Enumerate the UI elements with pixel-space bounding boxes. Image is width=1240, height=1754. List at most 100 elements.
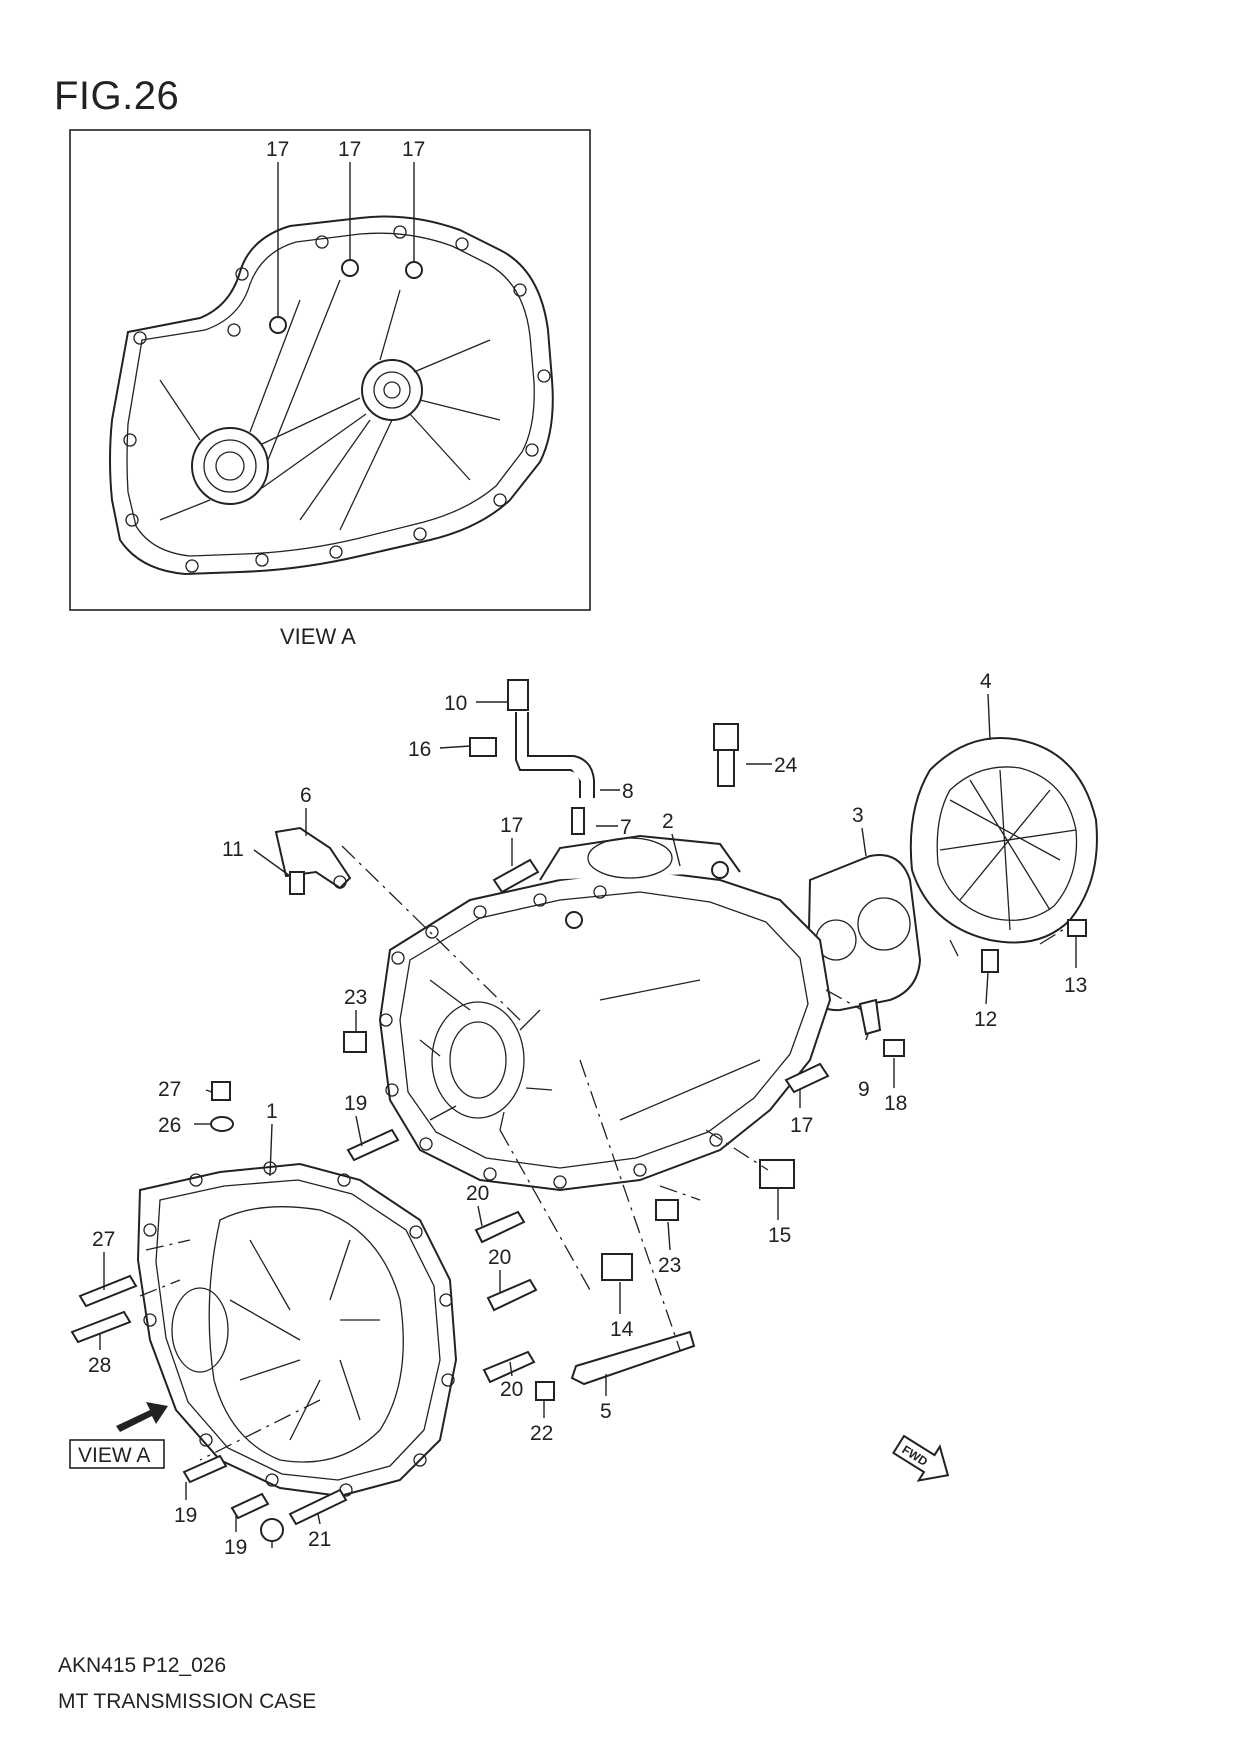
inset-counter-bore-inner xyxy=(373,371,411,409)
housing-bolt-4 xyxy=(482,1350,536,1384)
inset-plug-holes xyxy=(269,259,423,334)
footer-code: AKN415 P12_026 xyxy=(58,1654,227,1677)
harness-bolt xyxy=(883,1039,905,1057)
label-part-20-c: 20 xyxy=(488,1246,511,1269)
label-part-20-b: 20 xyxy=(466,1182,489,1205)
label-part-27-lower: 28 xyxy=(88,1354,111,1377)
label-part-1: 1 xyxy=(266,1100,278,1123)
housing-bolt-27-upper xyxy=(78,1274,138,1308)
label-part-24: 24 xyxy=(774,754,798,777)
label-part-22: 22 xyxy=(530,1422,553,1445)
label-part-14: 14 xyxy=(610,1318,634,1341)
label-part-23-lower: 23 xyxy=(658,1254,681,1277)
label-part-18: 18 xyxy=(884,1092,907,1115)
fwd-arrow: FWD xyxy=(892,1434,950,1482)
assembly-lines xyxy=(139,845,1067,1461)
oil-seal-left xyxy=(601,1253,633,1281)
housing-bolt-19-upper xyxy=(182,1454,228,1484)
case-bolt-upper xyxy=(492,858,540,894)
small-parts xyxy=(70,679,1087,1542)
stud-bolt xyxy=(288,1488,348,1526)
label-part-8: 8 xyxy=(622,780,634,803)
inset-housing-inner xyxy=(126,232,535,557)
dowel-pin-lower xyxy=(655,1199,679,1221)
inset-counter-bore xyxy=(361,359,423,421)
rear-cover xyxy=(909,737,1098,944)
label-leaders xyxy=(99,693,1077,1548)
view-arrow-icon xyxy=(116,1402,168,1432)
label-part-25: 26 xyxy=(158,1114,181,1137)
label-part-20-d: 20 xyxy=(500,1378,523,1401)
label-part-21: 21 xyxy=(308,1528,331,1551)
breather-cap xyxy=(507,679,529,711)
oil-seal-right xyxy=(759,1159,795,1189)
view-a-box-label: VIEW A xyxy=(78,1444,150,1467)
release-fork xyxy=(570,1330,696,1386)
label-part-27-upper: 27 xyxy=(92,1228,115,1251)
view-a-caption: VIEW A xyxy=(280,624,356,649)
fwd-arrow-icon xyxy=(892,1434,950,1482)
transmission-case xyxy=(378,834,832,1192)
hose-clip xyxy=(469,737,497,757)
inset-counter-bore-core xyxy=(383,381,401,399)
label-part-20-a: 19 xyxy=(344,1092,367,1115)
label-part-6: 6 xyxy=(300,784,312,807)
label-part-26: 27 xyxy=(158,1078,181,1101)
label-part-11: 11 xyxy=(222,838,244,861)
footer-title: MT TRANSMISSION CASE xyxy=(58,1690,317,1713)
inset-label-17-right: 17 xyxy=(402,138,425,161)
housing-bolt-19-lower xyxy=(230,1492,270,1520)
part-labels: 10 16 8 7 24 2 3 4 6 11 17 9 18 12 13 23… xyxy=(88,670,1087,1559)
label-part-3: 3 xyxy=(852,804,864,827)
cover-bolt xyxy=(981,949,999,973)
label-part-16: 16 xyxy=(408,738,431,761)
reverse-switch-body xyxy=(717,749,735,787)
housing-bolt-27-lower xyxy=(70,1310,132,1344)
inset-frame xyxy=(69,129,591,611)
plug-gasket xyxy=(210,1116,234,1132)
label-part-12: 12 xyxy=(974,1008,997,1031)
label-part-2: 2 xyxy=(662,810,674,833)
reverse-switch xyxy=(713,723,739,751)
figure-title: FIG.26 xyxy=(54,74,180,118)
label-part-19-lower: 19 xyxy=(224,1536,247,1559)
case-bolt-lower xyxy=(784,1062,830,1094)
label-part-4: 4 xyxy=(980,670,992,693)
inset-main-bore-inner xyxy=(203,439,257,493)
label-part-19-upper: 19 xyxy=(174,1504,197,1527)
label-part-17-lower: 17 xyxy=(790,1114,813,1137)
label-part-5: 5 xyxy=(600,1400,612,1423)
breather-hose-edge xyxy=(527,712,595,798)
label-part-15: 15 xyxy=(768,1224,791,1247)
label-part-13: 13 xyxy=(1064,974,1087,997)
housing-bolt-1 xyxy=(346,1128,400,1162)
view-a-inset: 17 17 17 xyxy=(69,129,591,611)
housing-bolt-2 xyxy=(474,1210,526,1244)
harness-bracket xyxy=(858,998,882,1036)
fork-bolt xyxy=(535,1381,555,1401)
stud-nut xyxy=(260,1518,284,1542)
inset-leaders xyxy=(277,162,415,316)
inset-ribs xyxy=(159,279,501,531)
inset-main-bore xyxy=(191,427,269,505)
bracket xyxy=(274,826,352,890)
view-a-box xyxy=(69,1439,165,1469)
label-part-7: 7 xyxy=(620,816,632,839)
filler-plug xyxy=(211,1081,231,1101)
label-part-17-upper: 17 xyxy=(500,814,523,837)
breather-plug xyxy=(571,807,585,835)
bracket-bolt xyxy=(289,871,305,895)
inset-label-17-middle: 17 xyxy=(338,138,361,161)
label-part-9: 9 xyxy=(858,1078,870,1101)
housing-bolt-3 xyxy=(486,1278,538,1312)
view-a-marker: VIEW A xyxy=(69,1402,168,1469)
inset-label-17-left: 17 xyxy=(266,138,289,161)
label-part-10: 10 xyxy=(444,692,467,715)
label-part-23-upper: 23 xyxy=(344,986,367,1009)
clutch-housing xyxy=(136,1161,458,1498)
inset-bolt-holes xyxy=(123,225,551,573)
inset-main-bore-core xyxy=(215,451,245,481)
inset-housing-outline xyxy=(109,215,554,576)
